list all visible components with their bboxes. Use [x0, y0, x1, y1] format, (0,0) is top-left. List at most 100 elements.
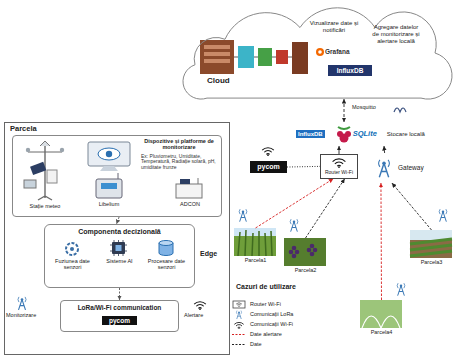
greenhouse-field	[360, 300, 402, 328]
weather-station	[47, 170, 57, 183]
comm-box: LoRa/Wi-Fi communicationpycom	[60, 300, 179, 332]
weather-station	[24, 141, 64, 200]
gateway-antenna	[379, 160, 390, 178]
architecture-blocks	[204, 52, 230, 56]
parcel-label: Parcela3	[410, 259, 453, 265]
lora-antenna	[290, 219, 298, 232]
legend-row: Comunicații LoRa	[250, 310, 320, 319]
processing-component: Procesare date senzori	[144, 240, 189, 271]
vineyard-grapes	[295, 250, 300, 255]
weather-station	[28, 152, 62, 153]
cloud-outline	[185, 4, 450, 102]
cloud-title: Cloud	[207, 76, 230, 85]
box-heading: Dispozitive și platforme de monitorizare	[141, 138, 217, 151]
field-parcel: Parcela3	[410, 230, 453, 265]
grafana-logo: Grafana	[314, 47, 360, 56]
device-label: Libelium	[86, 201, 132, 207]
component-label: Procesare date senzori	[144, 258, 189, 271]
legend-row: Comunicații Wi-Fi	[250, 320, 320, 329]
product-name: InfluxDB	[329, 67, 371, 74]
router-icon	[333, 159, 346, 168]
alert-wifi-icon	[194, 302, 206, 310]
legend-text: Date	[250, 340, 320, 349]
connector	[287, 166, 320, 168]
greenhouse-field	[362, 316, 400, 328]
vineyard-rows	[410, 240, 452, 258]
label-slot: Agregare datelor de monitorizare și aler…	[370, 24, 422, 45]
field-parcel: Parcela4	[360, 300, 403, 335]
architecture-blocks	[258, 48, 272, 66]
broker-label: Mosquitto	[352, 104, 392, 110]
fusion-component: Fuziunea date senzori	[50, 240, 95, 271]
corn-field	[234, 228, 276, 256]
label-slot: Edge	[200, 250, 228, 258]
label-slot: Monitorizare	[6, 312, 56, 318]
component-label: Fuziunea date senzori	[50, 258, 95, 271]
vineyard-grapes	[310, 252, 315, 257]
monitoring-screen	[88, 142, 130, 171]
legend-samples	[232, 334, 246, 335]
wifi-router: Router Wi-Fi	[320, 154, 358, 179]
connector	[256, 179, 334, 228]
fusion-icon	[66, 243, 78, 255]
label-slot: Libelium	[86, 201, 132, 207]
architecture-blocks	[234, 57, 292, 58]
pycom-wifi-icon	[262, 148, 274, 156]
legend-text: Comunicații Wi-Fi	[250, 320, 320, 329]
monitoring-screen	[88, 142, 130, 166]
architecture-blocks	[276, 50, 288, 64]
grafana-icon	[318, 50, 322, 54]
flow-label: Monitorizare	[6, 312, 56, 318]
lora-antenna	[439, 209, 447, 222]
cloud-region: Cloud GrafanaInfluxDB	[185, 4, 450, 102]
alert-wifi-icon	[194, 302, 206, 310]
local-storage: InfluxDBSQLiteStocare locală	[292, 122, 452, 146]
broker-icon	[394, 108, 406, 112]
weather-station	[26, 148, 30, 152]
label-slot: Alertare	[184, 312, 226, 318]
storage-heading: Stocare locală	[387, 131, 429, 138]
ai-chip-icon	[110, 240, 127, 256]
monitoring-screen	[100, 166, 118, 171]
monitoring-screen	[106, 151, 112, 157]
label-slot: Cazuri de utilizare	[236, 283, 346, 291]
connector	[119, 288, 120, 300]
sensor-node	[118, 173, 119, 179]
greenhouse-field	[360, 300, 402, 328]
adcon-device	[176, 184, 202, 198]
connector	[306, 179, 345, 238]
sensor-node	[96, 179, 122, 198]
pycom-logo: pycom	[250, 161, 287, 173]
legend-samples	[234, 322, 243, 329]
grafana-icon	[316, 48, 324, 56]
ai-chip-icon	[112, 242, 125, 254]
legend-text: Router Wi-Fi	[250, 300, 320, 309]
cloud-caption: Vizualizare date și notificări	[306, 20, 362, 34]
component-label: Sisteme AI	[100, 258, 139, 264]
database-icon	[159, 241, 173, 256]
architecture-blocks	[238, 46, 254, 68]
field-panel: ParcelaDispozitive și platforme de monit…	[4, 122, 230, 355]
weather-station	[24, 180, 36, 188]
adcon-device	[198, 178, 199, 184]
legend-samples	[236, 311, 241, 319]
panel-heading: Parcela	[10, 125, 224, 134]
decision-box: Componenta decizionalăFuziunea date senz…	[44, 224, 195, 288]
connector	[344, 99, 345, 122]
legend-samples	[236, 303, 242, 307]
vineyard-grapes	[284, 238, 326, 266]
weather-station	[60, 148, 64, 152]
legend-text: Date alertare	[250, 330, 320, 339]
sensor-list: Ex: Pluviometru, Umiditate, Temperatură,…	[141, 154, 217, 171]
broker-icon	[394, 108, 406, 112]
label-slot: ADCON	[166, 201, 214, 207]
device-label: Stație meteo	[16, 203, 74, 209]
vineyard-grapes	[292, 246, 297, 251]
vineyard-grapes	[284, 238, 326, 266]
box-heading: Componenta decizională	[45, 228, 194, 236]
raspberry-pi-icon	[340, 134, 349, 143]
architecture-blocks	[204, 59, 230, 63]
lora-antenna	[18, 297, 26, 310]
cloud-outline	[183, 8, 452, 99]
